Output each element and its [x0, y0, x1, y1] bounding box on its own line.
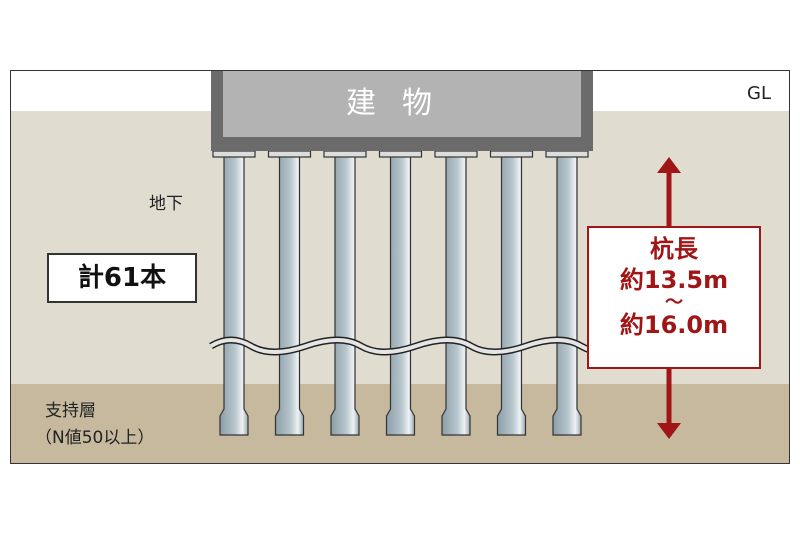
pile: [441, 154, 471, 436]
pile-cap: [378, 150, 423, 158]
pile: [274, 154, 305, 436]
underground-label: 地下: [149, 194, 183, 214]
pile-length-box: 杭長 約13.5m ～ 約16.0m: [587, 226, 761, 369]
pile-cap: [267, 150, 312, 158]
pile: [330, 154, 360, 436]
pile-length-separator: ～: [665, 292, 683, 313]
pile-cap: [434, 150, 478, 158]
pile: [496, 154, 527, 436]
pile: [552, 154, 582, 436]
building-label: 建物: [223, 71, 581, 137]
bearing-layer-nvalue: （N値50以上）: [35, 428, 155, 448]
pile-length-title: 杭長: [650, 235, 698, 263]
building: 建物: [211, 71, 593, 151]
ground-level-label: GL: [747, 83, 771, 104]
pile-cap: [545, 150, 589, 158]
pile: [385, 154, 416, 436]
pile-length-max: 約16.0m: [619, 311, 729, 339]
pile-cap: [323, 150, 367, 158]
pile-length-min: 約13.5m: [619, 266, 729, 294]
diagram-frame: GL 建物 地下 計61本 支持層 （N値50以上） 杭長 約13.5m ～ 約…: [10, 70, 790, 464]
pile-cap: [489, 150, 534, 158]
total-piles-label: 計61本: [47, 253, 197, 303]
pile: [219, 154, 249, 436]
pile-cap: [212, 150, 256, 158]
bearing-layer-label: 支持層: [45, 401, 96, 421]
